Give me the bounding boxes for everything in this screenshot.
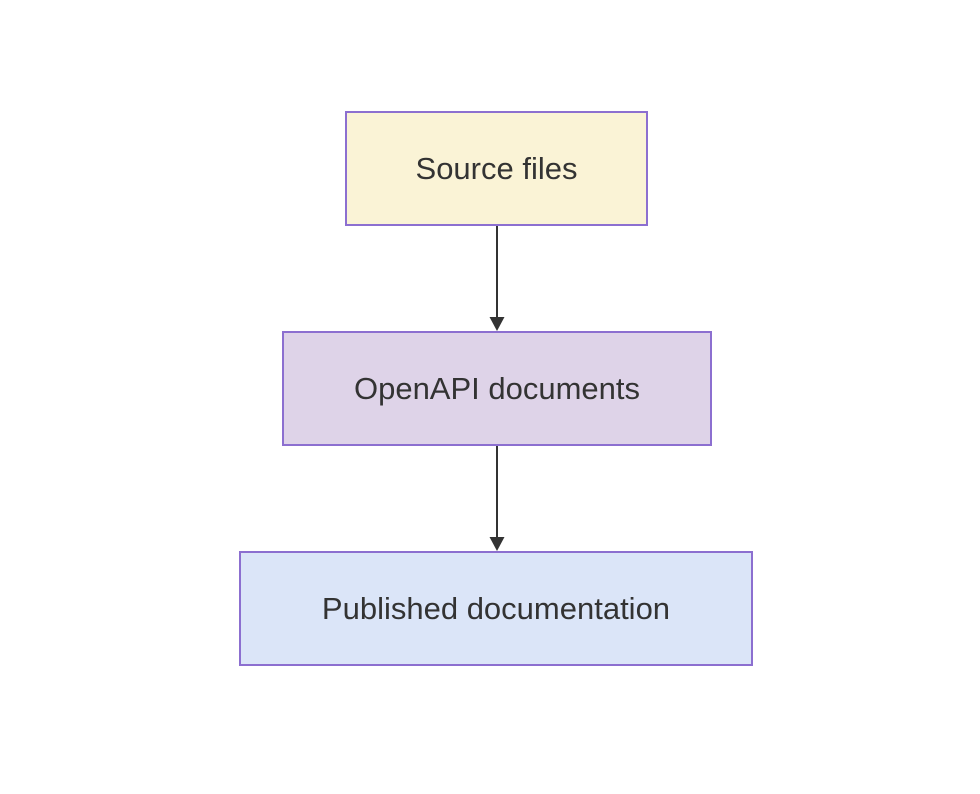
node-source-files: Source files: [345, 111, 648, 226]
arrow-openapi-documents-to-published-documentation: [489, 446, 505, 551]
arrow-source-files-to-openapi-documents: [489, 226, 505, 331]
node-published-documentation: Published documentation: [239, 551, 753, 666]
node-openapi-documents-label: OpenAPI documents: [353, 370, 641, 406]
node-source-files-label: Source files: [415, 150, 578, 186]
arrowhead-icon: [489, 537, 505, 551]
arrowhead-icon: [489, 317, 505, 331]
node-openapi-documents: OpenAPI documents: [282, 331, 712, 446]
node-published-documentation-label: Published documentation: [321, 590, 671, 626]
